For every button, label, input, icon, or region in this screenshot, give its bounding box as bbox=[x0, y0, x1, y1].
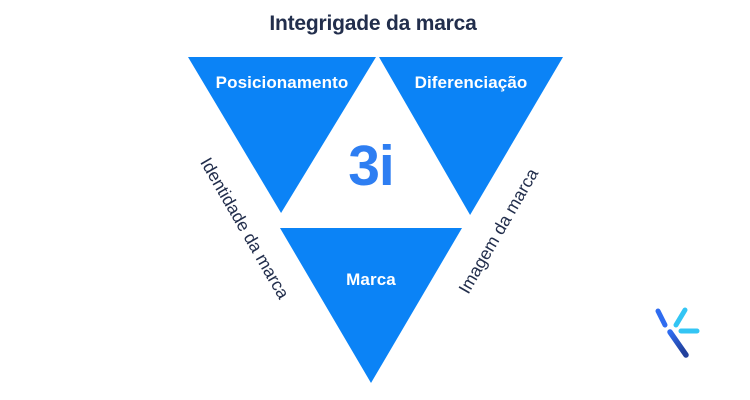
diagram-title: Integrigade da marca bbox=[269, 12, 477, 35]
triangle-posicionamento-label: Posicionamento bbox=[215, 73, 349, 92]
center-3i-label: 3i bbox=[348, 134, 395, 198]
triangle-marca: Marca bbox=[280, 228, 462, 383]
brand-asterisk-logo-icon bbox=[645, 307, 700, 358]
triangle-diferenciacao-label: Diferenciação bbox=[414, 73, 528, 92]
triangle-marca-label: Marca bbox=[346, 270, 396, 289]
